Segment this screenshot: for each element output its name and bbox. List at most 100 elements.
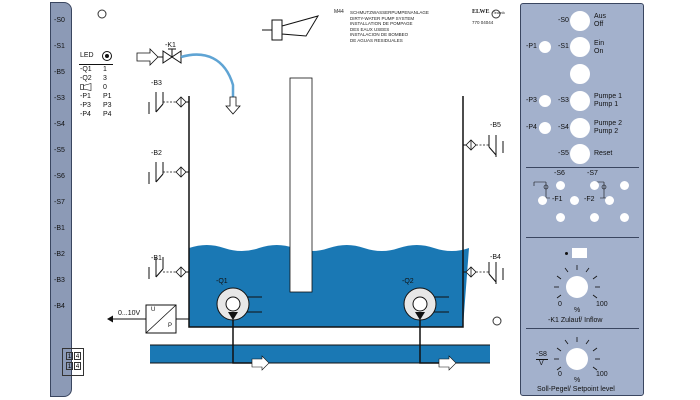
inflow-knob-scale bbox=[554, 265, 600, 299]
switch-dot[interactable] bbox=[590, 213, 599, 222]
brand-logo: ELWE bbox=[472, 9, 490, 15]
title-line-6: DE AGUAS RESIDUALES bbox=[350, 37, 403, 43]
off-button[interactable] bbox=[570, 11, 590, 31]
level-switch-b3 bbox=[148, 92, 189, 114]
lamp-p3-icon bbox=[539, 95, 551, 107]
inflow-pipe bbox=[180, 53, 235, 97]
label-f1: -F1 bbox=[552, 196, 563, 203]
knob-k1-label: -K1 Zulauf/ Inflow bbox=[548, 317, 603, 324]
drip-arrow-icon bbox=[225, 96, 241, 115]
strip-label-b3: -B3 bbox=[54, 277, 65, 284]
title-line-5: INSTALACION DE BOMBEO bbox=[350, 32, 409, 37]
on-button-label: Ein On bbox=[594, 40, 605, 55]
strip-label-s5: -S5 bbox=[54, 147, 65, 154]
level-switch-b2 bbox=[148, 162, 189, 184]
label-f2: -F2 bbox=[584, 196, 595, 203]
knob-k1-max: 100 bbox=[596, 301, 608, 308]
level-switch-b5 bbox=[463, 135, 504, 157]
legend-key-q1: -Q1 bbox=[80, 66, 92, 73]
pump-1-button-label: Pumpe 1 Pump 1 bbox=[594, 93, 623, 108]
inflow-knob[interactable] bbox=[566, 276, 588, 298]
label-converter-p: P bbox=[168, 323, 173, 329]
legend-val-horn: 0 bbox=[103, 84, 107, 91]
pump-q1-icon bbox=[216, 287, 262, 321]
switch-dot[interactable] bbox=[620, 181, 629, 190]
label-s8-unit: V bbox=[539, 360, 544, 367]
label-s0: -S0 bbox=[558, 17, 569, 24]
label-p3: -P3 bbox=[526, 97, 537, 104]
fault-switch-s7[interactable] bbox=[590, 181, 599, 190]
screw-icon bbox=[492, 316, 502, 326]
title-line-4: DES EAUX USEES bbox=[350, 26, 390, 32]
tank-water bbox=[189, 245, 469, 327]
strip-label-s3: -S3 bbox=[54, 95, 65, 102]
pump-2-button[interactable] bbox=[570, 118, 590, 138]
label-k1: -K1 bbox=[165, 42, 176, 49]
switch-dot[interactable] bbox=[556, 213, 565, 222]
panel-divider bbox=[526, 167, 639, 168]
label-b1: -B1 bbox=[151, 255, 162, 262]
discharge-line-q1 bbox=[232, 320, 252, 364]
screw-icon bbox=[491, 9, 501, 19]
discharge-line-q2 bbox=[419, 320, 439, 364]
legend-key-p1: -P1 bbox=[80, 93, 91, 100]
pump-1-button[interactable] bbox=[570, 91, 590, 111]
level-switch-b1 bbox=[148, 257, 189, 279]
label-b2: -B2 bbox=[151, 150, 162, 157]
reset-button[interactable] bbox=[570, 144, 590, 164]
legend-key-p3: -P3 bbox=[80, 102, 91, 109]
label-p4: -P4 bbox=[526, 124, 537, 131]
strip-label-b2: -B2 bbox=[54, 251, 65, 258]
switch-dot[interactable] bbox=[620, 213, 629, 222]
part-number: 770 04044 bbox=[472, 20, 494, 25]
label-p1: -P1 bbox=[526, 43, 537, 50]
strip-label-s4: -S4 bbox=[54, 121, 65, 128]
fraction-line bbox=[536, 359, 548, 360]
label-s8: -S8 bbox=[536, 351, 547, 358]
switch-dot[interactable] bbox=[570, 196, 579, 205]
knob-s8-min: 0 bbox=[558, 371, 562, 378]
horn-small-icon bbox=[80, 83, 92, 91]
level-switch-b4 bbox=[463, 262, 504, 284]
legend-val-q2: 3 bbox=[103, 75, 107, 82]
title-line-1: SCHMUTZWASSERPUMPENANLAGE bbox=[350, 10, 429, 15]
grid-cell: 4 bbox=[74, 352, 81, 360]
flow-arrow-icon bbox=[251, 355, 270, 371]
legend-key-q2: -Q2 bbox=[80, 75, 92, 82]
strip-label-b5: -B5 bbox=[54, 69, 65, 76]
label-converter-u: U bbox=[151, 307, 156, 313]
label-s4: -S4 bbox=[558, 124, 569, 131]
grid-cell: 1 bbox=[66, 352, 73, 360]
label-b5: -B5 bbox=[490, 122, 501, 129]
inflow-arrow-icon bbox=[136, 48, 159, 66]
spare-button[interactable] bbox=[570, 64, 590, 84]
strip-label-s0: -S0 bbox=[54, 17, 65, 24]
off-button-label: Aus Off bbox=[594, 13, 607, 28]
legend-val-p3: P3 bbox=[103, 102, 112, 109]
label-s7: -S7 bbox=[587, 170, 598, 177]
led-legend-title: LED bbox=[80, 52, 94, 59]
label-s6: -S6 bbox=[554, 170, 565, 177]
legend-key-p4: -P4 bbox=[80, 111, 91, 118]
tank-outline bbox=[188, 96, 464, 328]
setpoint-knob[interactable] bbox=[566, 348, 588, 370]
pump-2-button-label: Pumpe 2 Pump 2 bbox=[594, 120, 623, 135]
bullet-icon bbox=[565, 252, 568, 255]
legend-val-q1: 1 bbox=[103, 66, 107, 73]
label-b3: -B3 bbox=[151, 80, 162, 87]
strip-label-b1: -B1 bbox=[54, 225, 65, 232]
on-button[interactable] bbox=[570, 37, 590, 57]
switch-dot[interactable] bbox=[538, 196, 547, 205]
panel-divider bbox=[526, 237, 639, 238]
legend-val-p1: P1 bbox=[103, 93, 112, 100]
knob-k1-unit: % bbox=[574, 307, 581, 314]
grid-cell: 4 bbox=[74, 362, 81, 370]
arrow-left-icon bbox=[107, 315, 113, 323]
switch-dot[interactable] bbox=[605, 196, 614, 205]
fault-switch-s6[interactable] bbox=[556, 181, 565, 190]
reset-button-label: Reset bbox=[594, 150, 613, 157]
setpoint-knob-scale bbox=[554, 337, 600, 371]
tank-partition bbox=[289, 77, 313, 293]
left-terminal-strip bbox=[50, 2, 72, 397]
